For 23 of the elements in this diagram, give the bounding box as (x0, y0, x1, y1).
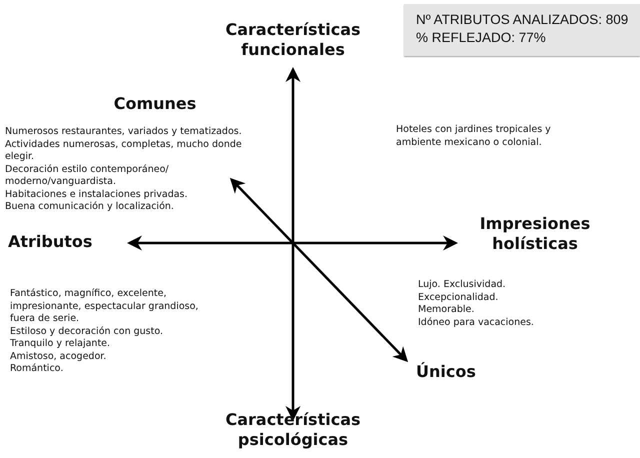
body-text: Amistoso, acogedor. (10, 350, 106, 363)
axis-label: Atributos (8, 232, 94, 252)
body-text: Romántico. (10, 363, 64, 376)
body-text: Decoración estilo contemporáneo/ moderno/vanguardista. (5, 164, 170, 188)
body-text: Estiloso y decoración con gusto. (10, 326, 164, 338)
body-text: Lujo. Exclusividad. (418, 279, 506, 292)
body-text: Buena comunicación y localización. (5, 201, 174, 214)
body-text: Fantástico, magnífico, excelente, impresionante, espectacular grandioso, fuera de serie. (10, 288, 200, 326)
info-text: Nº ATRIBUTOS ANALIZADOS: 809 (416, 11, 628, 29)
info-text: % REFLEJADO: 77% (416, 29, 546, 47)
body-text: Hoteles con jardines tropicales y ambiente mexicano o colonial. (396, 124, 552, 149)
body-text: Idóneo para vacaciones. (418, 316, 534, 329)
info-box (404, 4, 640, 56)
body-text: Numerosos restaurantes, variados y tematizados. (5, 126, 242, 138)
axis-label: Impresiones holísticas (478, 214, 592, 254)
axis-label: Únicos (416, 362, 477, 382)
body-text: Tranquilo y relajante. (10, 338, 110, 350)
body-text: Memorable. (418, 304, 474, 316)
body-text: Habitaciones e instalaciones privadas. (5, 188, 188, 201)
axis-label: Características funcionales (224, 20, 362, 60)
body-text: Excepcionalidad. (418, 292, 498, 304)
axis-label: Comunes (112, 94, 198, 114)
body-text: Actividades numerosas, completas, mucho donde elegir. (5, 138, 243, 164)
